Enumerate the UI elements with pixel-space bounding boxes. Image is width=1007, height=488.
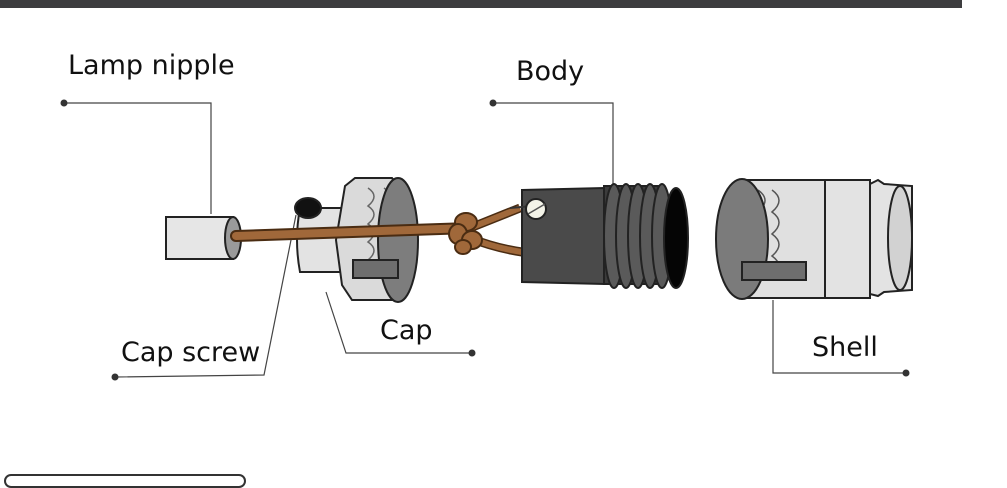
right-margin [962, 0, 1007, 479]
body-dot [489, 99, 497, 107]
leader-lines [64, 102, 906, 378]
label-cap: Cap [380, 315, 433, 346]
bottom-tab [4, 474, 246, 488]
body-part [509, 183, 689, 289]
shell-part [715, 178, 913, 300]
shell-leader [772, 300, 906, 374]
cap-screw-dot [111, 373, 119, 381]
lamp-nipple-dot [60, 99, 68, 107]
label-shell: Shell [812, 332, 878, 363]
lamp-nipple-leader [64, 102, 212, 214]
body-leader [493, 102, 614, 186]
shell-dot [902, 369, 910, 377]
leader-dots [60, 99, 910, 381]
cap-screw-leader [114, 214, 297, 378]
label-cap-screw: Cap screw [121, 337, 261, 368]
cap-dot [468, 349, 476, 357]
cap-leader [325, 291, 472, 354]
header-bar [0, 0, 962, 8]
cap-part [294, 177, 419, 303]
lamp-nipple [165, 216, 242, 260]
label-lamp-nipple: Lamp nipple [68, 50, 235, 81]
underwriters-knot [448, 212, 483, 255]
label-body: Body [516, 56, 585, 87]
